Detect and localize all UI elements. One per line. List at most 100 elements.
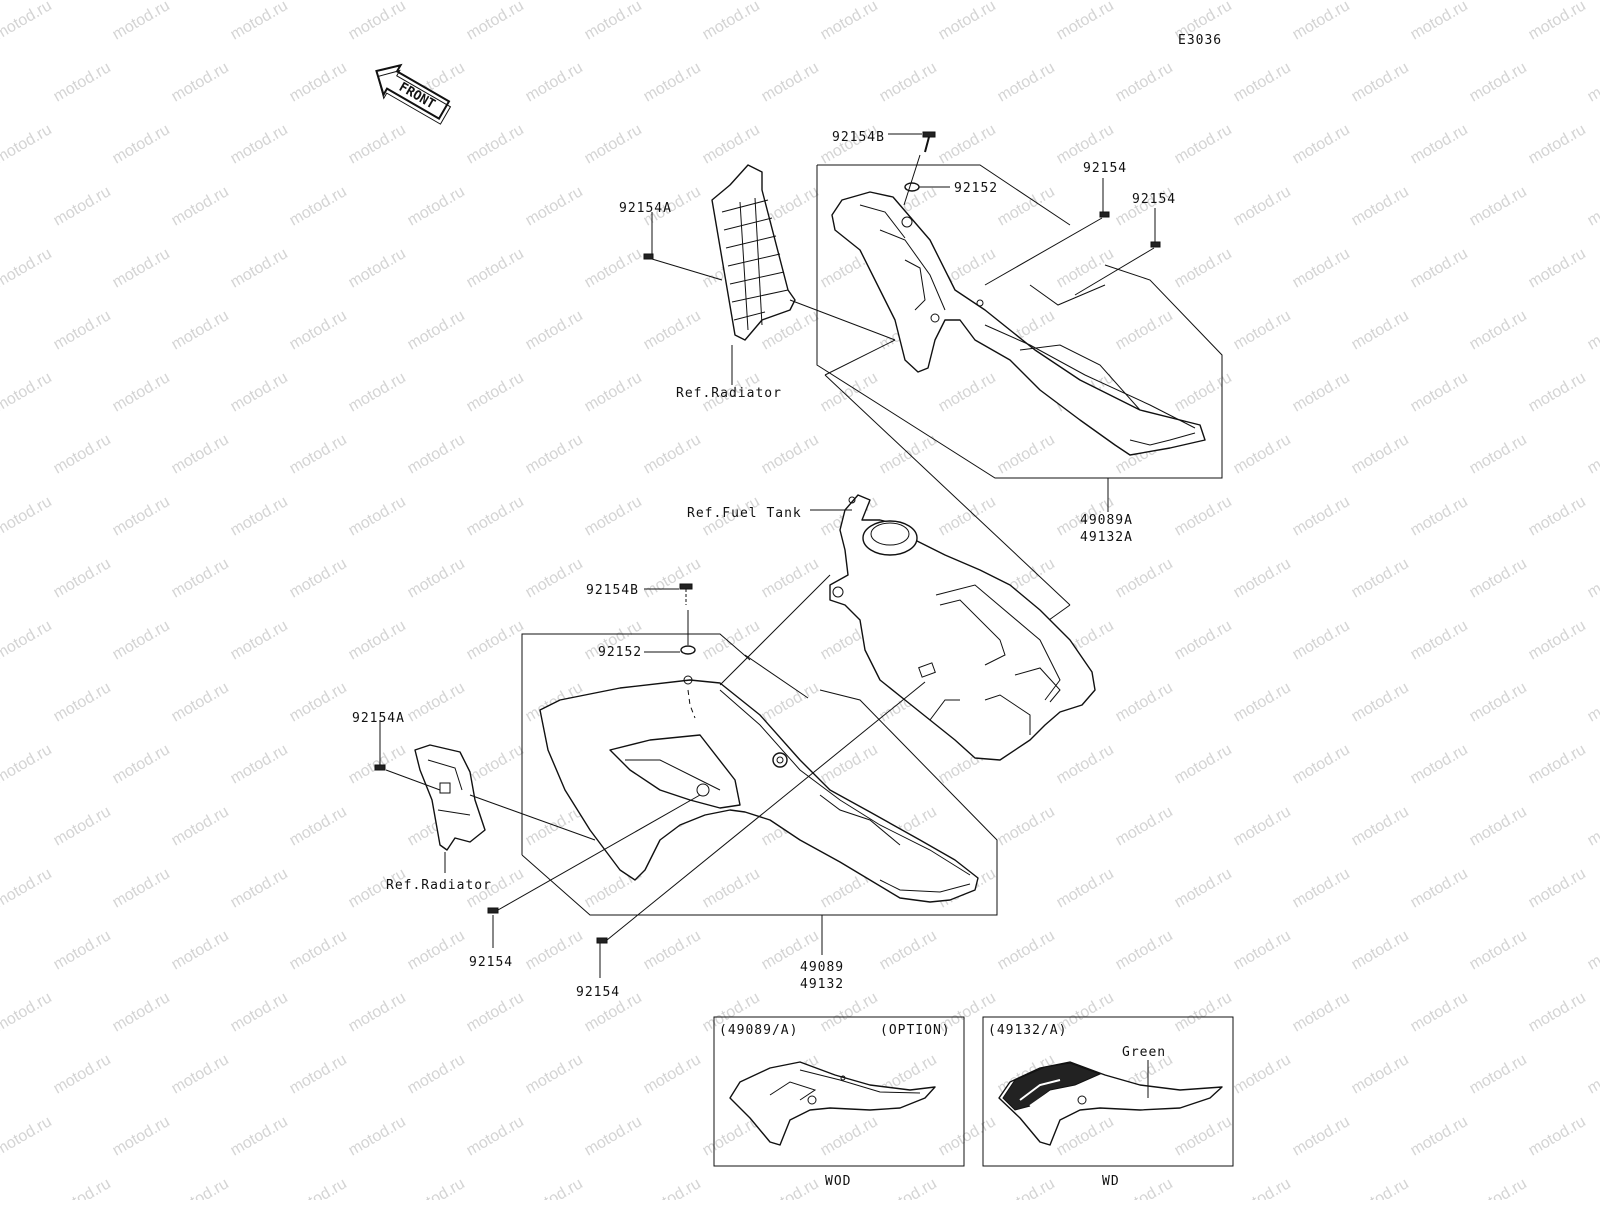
label-bottom-92154a: 92154A [352, 711, 405, 726]
watermark-text: motod.ru [1526, 0, 1589, 43]
watermark-text: motod.ru [1349, 555, 1412, 601]
watermark-text: motod.ru [287, 431, 350, 477]
watermark-text: motod.ru [1290, 989, 1353, 1035]
inset-wod-title: (49089/A) [719, 1023, 798, 1038]
watermark-text: motod.ru [405, 555, 468, 601]
watermark-text: motod.ru [700, 617, 763, 663]
watermark-text: motod.ru [110, 0, 173, 43]
watermark-text: motod.ru [1290, 741, 1353, 787]
watermark-text: motod.ru [346, 741, 409, 787]
watermark-text: motod.ru [51, 679, 114, 725]
watermark-text: motod.ru [877, 431, 940, 477]
watermark-text: motod.ru [1113, 1175, 1176, 1200]
watermark-text: motod.ru [0, 989, 55, 1035]
watermark-text: motod.ru [1172, 617, 1235, 663]
watermark-text: motod.ru [110, 989, 173, 1035]
watermark-text: motod.ru [1231, 1175, 1294, 1200]
watermark-text: motod.ru [0, 741, 55, 787]
watermark-text: motod.ru [641, 1175, 704, 1200]
watermark-text: motod.ru [346, 1113, 409, 1159]
label-top-49089a: 49089A [1080, 513, 1133, 528]
watermark-text: motod.ru [1467, 1051, 1530, 1097]
watermark-text: motod.ru [110, 741, 173, 787]
watermark-text: motod.ru [700, 0, 763, 43]
watermark-text: motod.ru [464, 369, 527, 415]
watermark-text: motod.ru [228, 369, 291, 415]
inset-wd-green: (49132/A) Green WD [982, 1016, 1234, 1189]
watermark-text: motod.ru [759, 59, 822, 105]
watermark-text: motod.ru [1526, 493, 1589, 539]
watermark-text: motod.ru [169, 1051, 232, 1097]
watermark-text: motod.ru [1408, 617, 1471, 663]
label-ref-fuel-tank: Ref.Fuel Tank [687, 506, 802, 521]
watermark-text: motod.ru [1172, 493, 1235, 539]
watermark-text: motod.ru [1172, 989, 1235, 1035]
diagram-code: E3036 [1178, 33, 1222, 48]
watermark-text: motod.ru [464, 245, 527, 291]
watermark-text: motod.ru [1467, 679, 1530, 725]
watermark-text: motod.ru [582, 245, 645, 291]
watermark-text: motod.ru [346, 121, 409, 167]
label-bottom-92154b: 92154B [586, 583, 639, 598]
watermark-text: motod.ru [169, 307, 232, 353]
watermark-text: motod.ru [523, 59, 586, 105]
watermark-text: motod.ru [1349, 679, 1412, 725]
watermark-text: motod.ru [0, 493, 55, 539]
watermark-text: motod.ru [582, 1113, 645, 1159]
top-radiator-guard [711, 164, 796, 341]
watermark-text: motod.ru [523, 1051, 586, 1097]
watermark-text: motod.ru [464, 0, 527, 43]
watermark-text: motod.ru [1408, 989, 1471, 1035]
watermark-text: motod.ru [818, 741, 881, 787]
watermark-text: motod.ru [1054, 865, 1117, 911]
bottom-enclosure-outline [521, 689, 998, 916]
inset-wod-caption: WOD [825, 1174, 851, 1189]
watermark-text: motod.ru [1113, 307, 1176, 353]
watermark-text: motod.ru [1585, 431, 1600, 477]
watermark-text: motod.ru [582, 493, 645, 539]
watermark-text: motod.ru [228, 617, 291, 663]
inset-option-wod: (49089/A) (OPTION) WOD [713, 1016, 965, 1189]
watermark-text: motod.ru [759, 1175, 822, 1200]
watermark-text: motod.ru [0, 1113, 55, 1159]
label-top-92154b: 92154B [832, 130, 885, 145]
watermark-text: motod.ru [0, 865, 55, 911]
watermark-text: motod.ru [464, 493, 527, 539]
watermark-text: motod.ru [1231, 927, 1294, 973]
watermark-text: motod.ru [1231, 803, 1294, 849]
watermark-text: motod.ru [1585, 679, 1600, 725]
watermark-text: motod.ru [995, 1175, 1058, 1200]
watermark-text: motod.ru [110, 617, 173, 663]
watermark-text: motod.ru [405, 1175, 468, 1200]
label-top-92154a: 92154A [619, 201, 672, 216]
watermark-text: motod.ru [1113, 555, 1176, 601]
watermark-text: motod.ru [51, 431, 114, 477]
watermark-text: motod.ru [1408, 741, 1471, 787]
watermark-text: motod.ru [582, 369, 645, 415]
watermark-text: motod.ru [287, 927, 350, 973]
watermark-text: motod.ru [1290, 121, 1353, 167]
label-bottom-92154-right: 92154 [576, 985, 620, 1000]
watermark-text: motod.ru [287, 183, 350, 229]
watermark-text: motod.ru [1408, 121, 1471, 167]
bottom-shroud [539, 675, 979, 903]
watermark-text: motod.ru [936, 369, 999, 415]
watermark-text: motod.ru [1231, 555, 1294, 601]
watermark-text: motod.ru [1231, 307, 1294, 353]
watermark-text: motod.ru [700, 121, 763, 167]
watermark-text: motod.ru [1290, 0, 1353, 43]
top-bolt-92154-2-icon [1150, 241, 1161, 248]
watermark-text: motod.ru [287, 59, 350, 105]
top-shroud-assembly: 92154B 92152 92154 92154 92154A Ref.Radi… [619, 130, 1223, 631]
watermark-text: motod.ru [169, 927, 232, 973]
watermark-text: motod.ru [1231, 679, 1294, 725]
watermark-text: motod.ru [1585, 555, 1600, 601]
watermark-text: motod.ru [110, 1113, 173, 1159]
watermark-text: motod.ru [1349, 927, 1412, 973]
watermark-text: motod.ru [346, 989, 409, 1035]
top-shroud [831, 191, 1206, 456]
label-bottom-49132: 49132 [800, 977, 844, 992]
watermark-text: motod.ru [464, 1113, 527, 1159]
bottom-bolt-92154-right-icon [596, 937, 608, 944]
